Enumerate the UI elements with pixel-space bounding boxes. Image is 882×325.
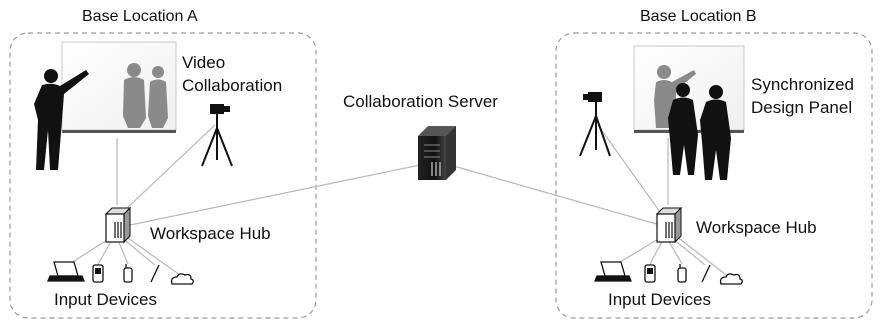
participants-b-silhouette xyxy=(668,83,731,180)
design-panel-label-line1: Synchronized xyxy=(751,75,855,94)
base-location-a-box xyxy=(9,32,317,319)
base-location-b-box xyxy=(555,32,873,319)
workspace-hub-b-label: Workspace Hub xyxy=(696,218,817,237)
camera-b-icon xyxy=(579,92,611,157)
workspace-hub-a-icon xyxy=(104,206,132,244)
workspace-hub-a-label: Workspace Hub xyxy=(150,224,271,243)
link-hub-a-to-camera-a xyxy=(124,124,216,211)
phone-icon xyxy=(644,264,656,283)
link-hub-b-to-camera-b xyxy=(597,124,661,213)
network-links xyxy=(67,124,731,279)
input-devices-b-label: Input Devices xyxy=(608,290,711,309)
video-collaboration-screen xyxy=(61,41,177,133)
design-panel-label-line2: Design Panel xyxy=(751,98,853,117)
video-collaboration-label-line2: Collaboration xyxy=(182,76,283,95)
cloud-icon xyxy=(719,273,743,285)
stylus-icon xyxy=(150,264,160,283)
input-devices-a-label: Input Devices xyxy=(54,290,157,309)
input-devices-a-icons xyxy=(47,261,194,285)
mobile-phone-icon xyxy=(123,264,133,283)
phone-icon xyxy=(92,264,104,283)
collaboration-server-label: Collaboration Server xyxy=(343,92,498,111)
cloud-icon xyxy=(170,273,194,285)
camera-a-icon xyxy=(201,104,233,167)
mobile-phone-icon xyxy=(677,264,687,283)
remote-presenter xyxy=(654,65,696,128)
presenter-a-silhouette xyxy=(34,69,89,170)
laptop-icon xyxy=(594,261,632,282)
laptop-icon xyxy=(47,261,85,282)
base-location-a-title: Base Location A xyxy=(82,8,198,25)
link-server-to-hub-b xyxy=(449,164,661,226)
input-devices-b-icons xyxy=(594,261,743,285)
link-hub-a-to-server xyxy=(129,164,421,226)
base-location-b-title: Base Location B xyxy=(640,8,757,25)
stylus-icon xyxy=(701,264,711,283)
video-collaboration-label-line1: Video xyxy=(182,53,226,72)
workspace-hub-b-icon xyxy=(655,206,683,244)
collaboration-server-icon xyxy=(418,126,456,180)
remote-participants xyxy=(123,63,168,128)
